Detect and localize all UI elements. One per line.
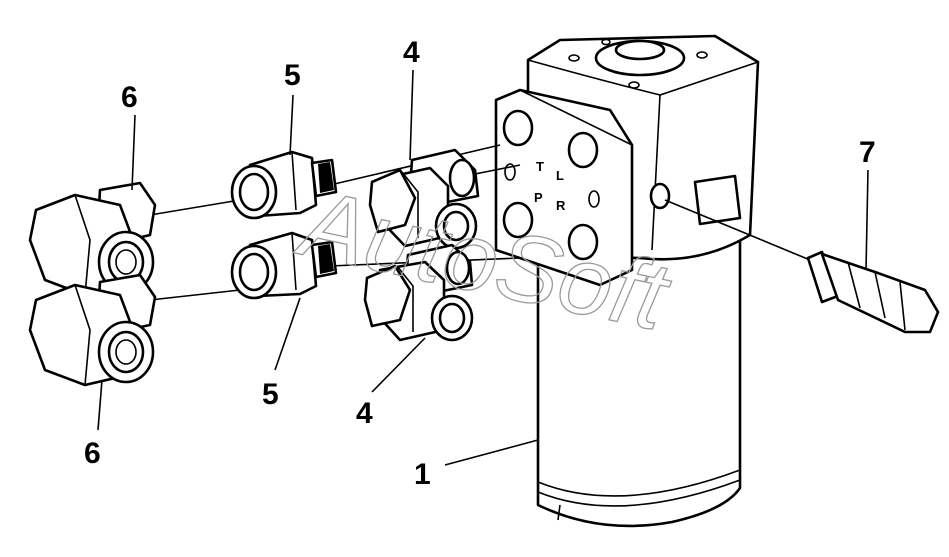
callout-1: 1 — [414, 458, 431, 491]
port-label-t: T — [536, 159, 544, 174]
callouts: 6 6 5 5 4 4 1 7 — [84, 36, 876, 491]
straight-adapter-lower — [230, 231, 338, 300]
callout-5-lower: 5 — [262, 378, 279, 411]
leader-lines — [97, 69, 869, 466]
callout-5-upper: 5 — [284, 59, 301, 92]
port-label-l: L — [556, 168, 564, 183]
callout-4-upper: 4 — [403, 36, 420, 69]
sensor-plug — [806, 250, 940, 334]
swivel-elbow-upper — [28, 181, 157, 297]
callout-6-lower: 6 — [84, 437, 101, 470]
elbow-adapter-lower — [363, 243, 474, 342]
callout-4-lower: 4 — [356, 397, 373, 430]
port-label-p: P — [534, 190, 543, 205]
callout-7: 7 — [859, 136, 876, 169]
port-label-r: R — [556, 198, 566, 213]
straight-adapter-upper — [230, 150, 338, 220]
elbow-adapter-upper — [368, 148, 480, 250]
steering-unit-body: T L P R — [494, 34, 760, 528]
swivel-elbow-lower — [28, 273, 157, 387]
callout-6-upper: 6 — [121, 81, 138, 114]
